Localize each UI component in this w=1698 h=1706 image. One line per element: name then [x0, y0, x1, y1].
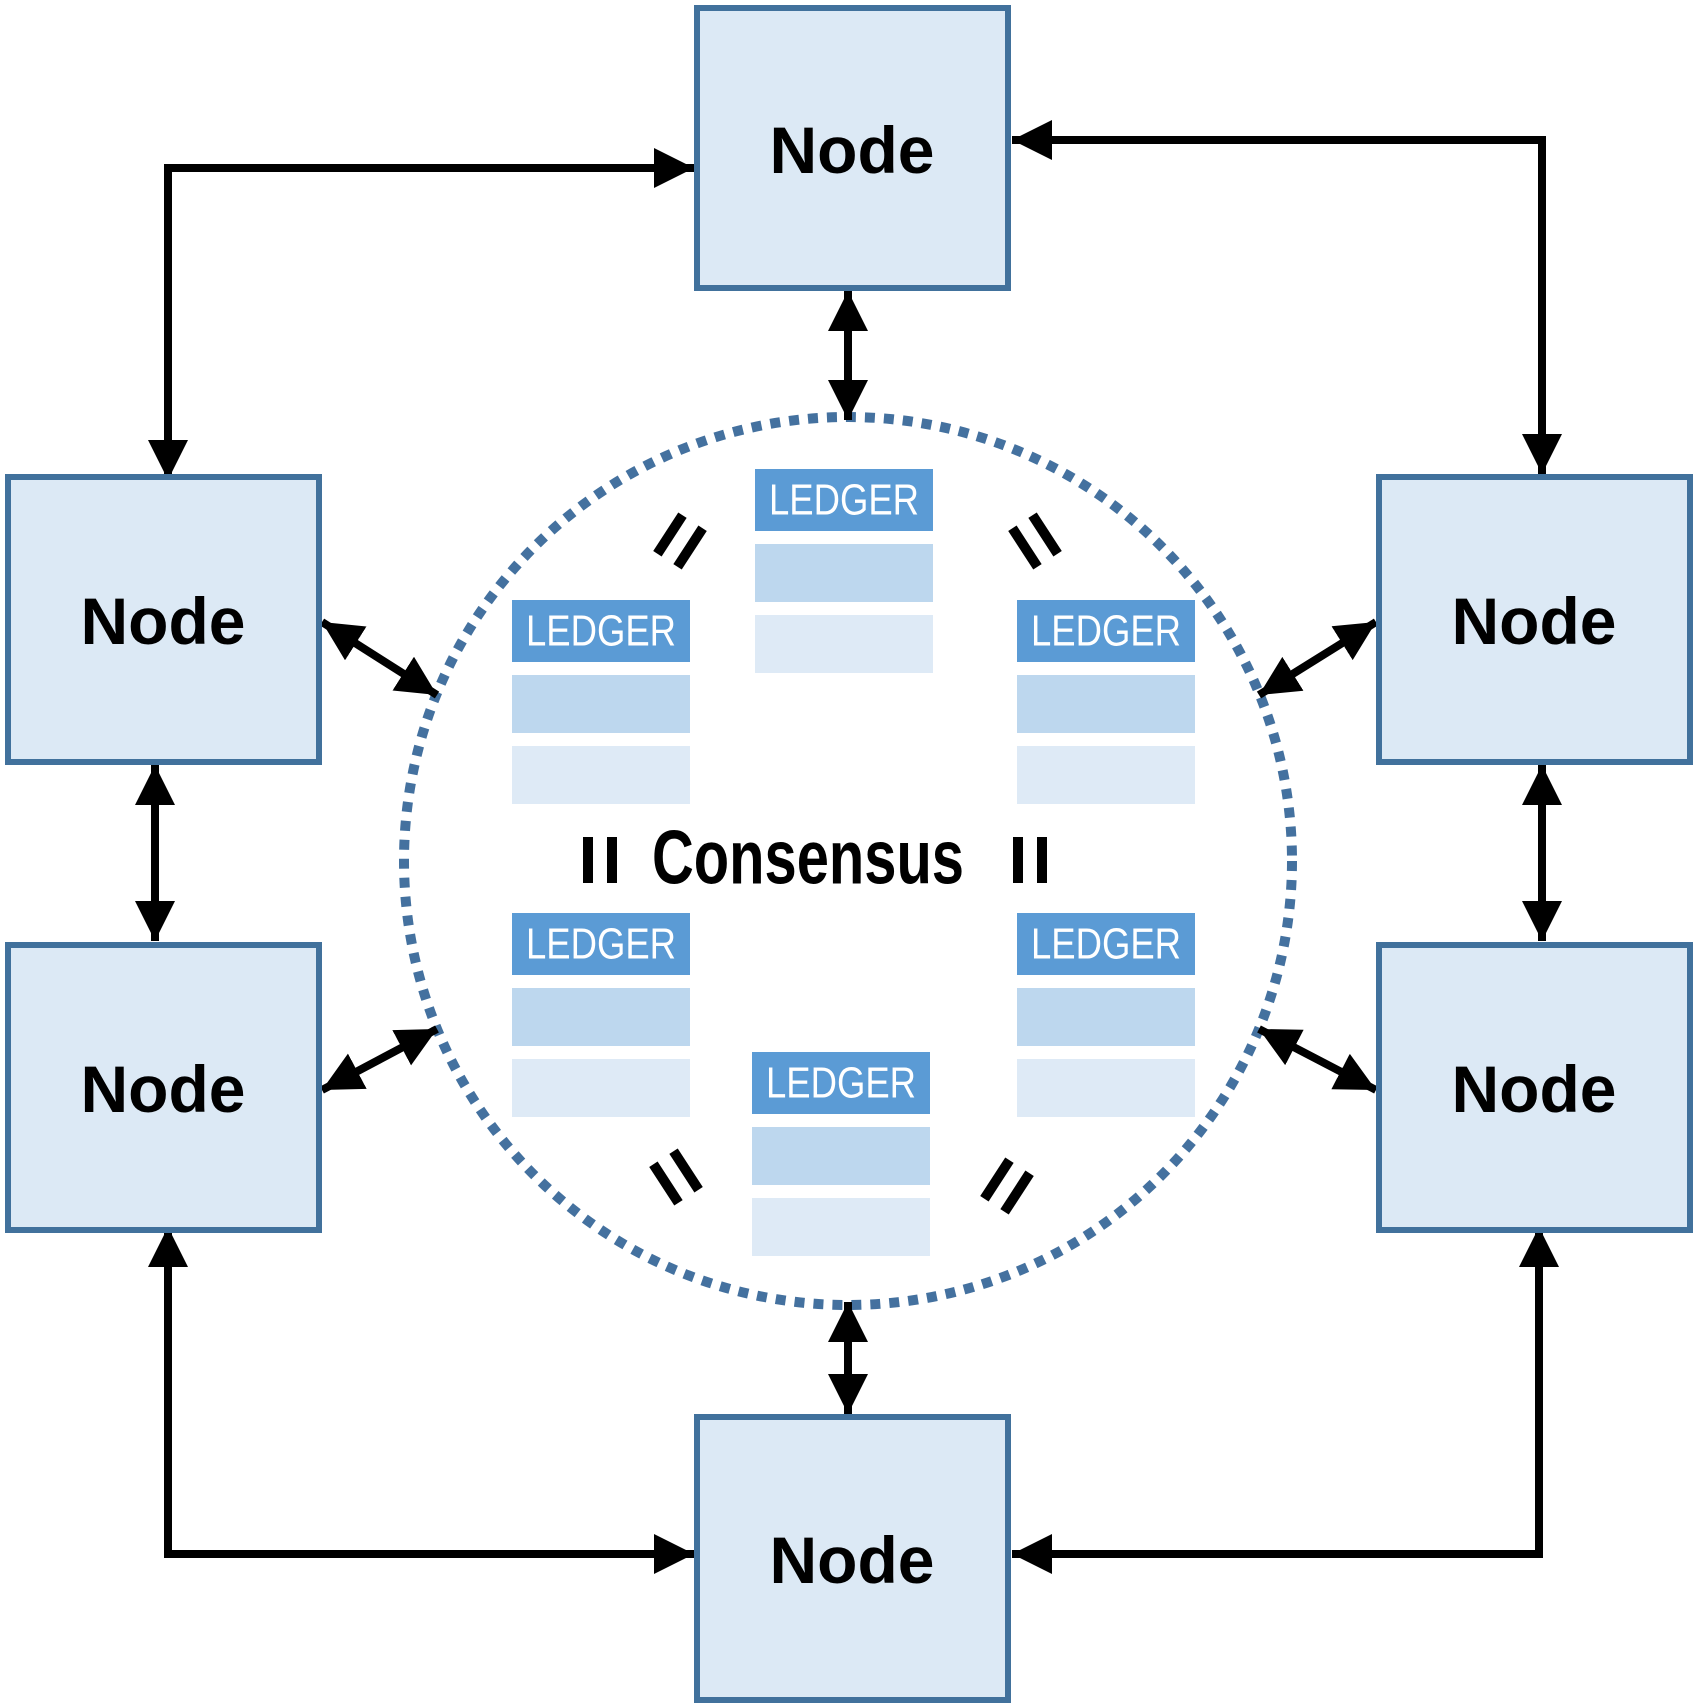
equals-icon	[980, 1157, 1034, 1215]
arrow-left-upper-node-circle	[319, 618, 440, 699]
ledger-table-top: LEDGER	[755, 469, 933, 673]
ledger-label: LEDGER	[1031, 607, 1181, 656]
ledger-row	[1017, 988, 1195, 1046]
ledger-row	[512, 746, 690, 804]
connector-left-lower-to-bottom-node	[148, 1227, 694, 1574]
ledger-label: LEDGER	[1031, 920, 1181, 969]
equals-icon	[1013, 837, 1047, 883]
ledger-row	[1017, 675, 1195, 733]
ledger-label: LEDGER	[766, 1059, 916, 1108]
ledger-table-bottom: LEDGER	[752, 1052, 930, 1256]
ledger-label: LEDGER	[526, 920, 676, 969]
ledger-header	[1017, 600, 1195, 662]
ledger-row	[1017, 746, 1195, 804]
ledger-header	[755, 469, 933, 531]
ledger-header	[512, 913, 690, 975]
node-box	[5, 474, 322, 765]
node-box	[1376, 474, 1693, 765]
node-box	[694, 1414, 1011, 1703]
ledger-row	[752, 1127, 930, 1185]
node-label: Node	[770, 1523, 935, 1597]
arrow-right-lower-node-circle	[1257, 1025, 1378, 1094]
equals-icon	[649, 1148, 703, 1206]
ledger-row	[755, 544, 933, 602]
ledger-row	[755, 615, 933, 673]
ledger-table-left-lower: LEDGER	[512, 913, 690, 1117]
equals-icon	[1008, 512, 1062, 570]
ledger-table-right-upper: LEDGER	[1017, 600, 1195, 804]
node-box	[694, 5, 1011, 291]
connector-top-to-right-upper-node	[1012, 120, 1562, 474]
node-top: Node	[694, 5, 1011, 291]
ledger-label: LEDGER	[526, 607, 676, 656]
node-label: Node	[81, 584, 246, 658]
node-left-upper: Node	[5, 474, 322, 765]
ledger-row	[512, 988, 690, 1046]
arrow-left-lower-node-circle	[320, 1025, 439, 1094]
equals-icon	[653, 512, 707, 570]
ledger-row	[512, 675, 690, 733]
ledger-row	[1017, 1059, 1195, 1117]
ledger-table-left-upper: LEDGER	[512, 600, 690, 804]
node-label: Node	[770, 113, 935, 187]
node-label: Node	[81, 1052, 246, 1126]
connector-left-upper-to-top-node	[148, 148, 694, 480]
ledger-table-right-lower: LEDGER	[1017, 913, 1195, 1117]
node-label: Node	[1452, 584, 1617, 658]
node-box	[5, 942, 322, 1233]
ledger-header	[752, 1052, 930, 1114]
ledger-label: LEDGER	[769, 476, 919, 525]
node-bottom: Node	[694, 1414, 1011, 1703]
node-label: Node	[1452, 1052, 1617, 1126]
node-right-lower: Node	[1376, 942, 1693, 1233]
ledger-row	[512, 1059, 690, 1117]
ledger-header	[1017, 913, 1195, 975]
ledger-header	[512, 600, 690, 662]
equals-icon	[583, 837, 617, 883]
node-right-upper: Node	[1376, 474, 1693, 765]
node-box	[1376, 942, 1693, 1233]
consensus-label: Consensus	[652, 816, 964, 901]
ledger-row	[752, 1198, 930, 1256]
node-left-lower: Node	[5, 942, 322, 1233]
connector-bottom-to-right-lower-node	[1012, 1227, 1559, 1574]
arrow-right-upper-node-circle	[1256, 618, 1379, 699]
